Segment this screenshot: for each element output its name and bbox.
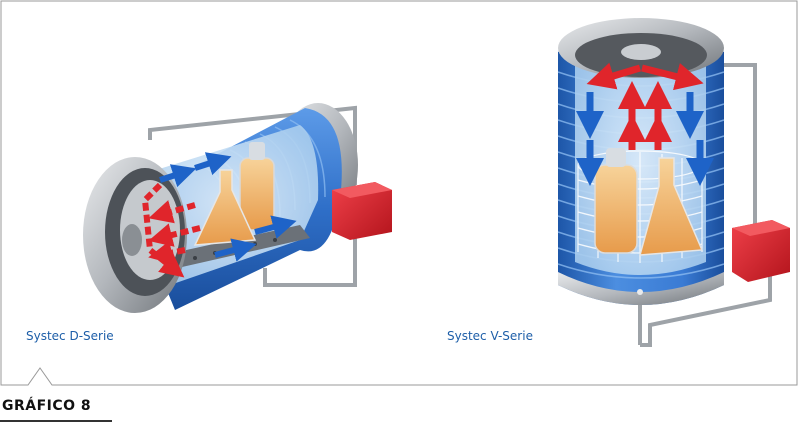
v-series-cool-air-arrows [576, 92, 714, 186]
figure-frame [0, 0, 798, 386]
caption-v-series: Systec V-Serie [447, 329, 533, 343]
figure-label-underline [0, 420, 112, 422]
d-series-hot-air-arrows [141, 182, 201, 278]
v-series-flask [638, 157, 704, 256]
v-series-illustration [557, 18, 790, 347]
v-series-base [558, 272, 724, 305]
figure-label: GRÁFICO 8 [2, 398, 92, 414]
d-series-cool-air-arrows [159, 152, 297, 262]
v-series-hot-air-arrows [586, 62, 704, 150]
d-series-illustration [83, 103, 392, 313]
v-series-bottle [594, 164, 638, 254]
caption-d-series: Systec D-Serie [26, 329, 114, 343]
v-series-heater-unit [732, 220, 790, 282]
d-series-heater-unit [332, 182, 392, 240]
